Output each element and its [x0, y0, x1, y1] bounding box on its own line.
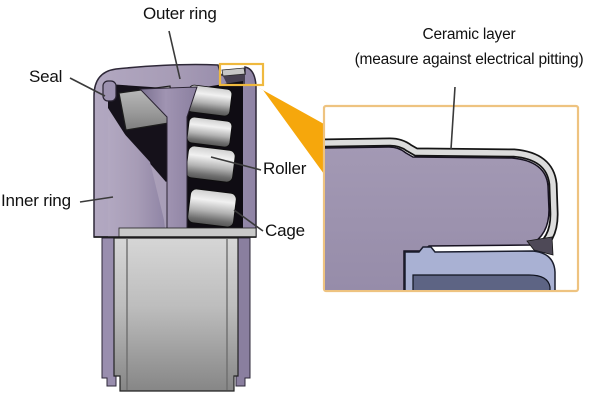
roller-shape — [185, 145, 236, 183]
bearing-bottom-rib — [118, 227, 257, 238]
detail-view-box — [322, 104, 580, 293]
highlight-rect — [218, 62, 265, 87]
inner-ring-shaft-shape — [101, 237, 251, 392]
seal-label: Seal — [29, 67, 63, 86]
ceramic-leader — [450, 86, 456, 150]
roller-leader — [210, 156, 262, 171]
ceramic-layer-label: Ceramic layer (measure against electrica… — [325, 22, 600, 72]
inner-ring-leader — [79, 196, 114, 203]
ceramic-layer-shape — [325, 137, 559, 256]
leader-lines — [69, 30, 456, 232]
detail-gap-wedge — [526, 236, 554, 256]
roller-label: Roller — [263, 159, 307, 178]
cage-leader — [233, 209, 264, 232]
outer-ring-label: Outer ring — [143, 4, 217, 23]
detail-inner-ring-shape — [412, 274, 551, 290]
inner-ring-label: Inner ring — [1, 191, 71, 210]
ceramic-layer-label-line1: Ceramic layer — [422, 26, 516, 43]
ceramic-layer-label-line2: (measure against electrical pitting) — [354, 51, 584, 68]
rollers-group — [185, 84, 237, 228]
zoom-beam — [252, 84, 324, 174]
cage-label: Cage — [265, 221, 305, 240]
roller-shape — [187, 188, 237, 228]
roller-shape — [186, 116, 233, 148]
seal-leader — [69, 77, 106, 97]
outer-ring-leader — [168, 30, 181, 80]
